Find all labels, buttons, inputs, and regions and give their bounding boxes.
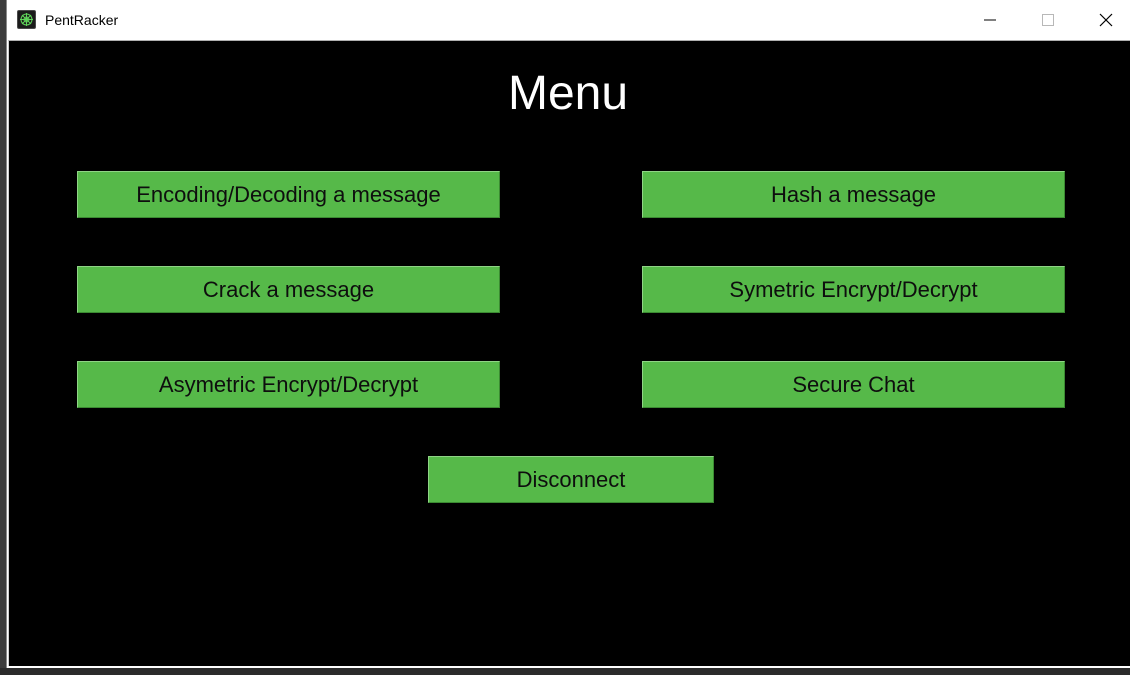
page-title: Menu xyxy=(507,67,629,120)
minimize-icon xyxy=(984,19,996,21)
encoding-decoding-button[interactable]: Encoding/Decoding a message xyxy=(77,171,500,218)
maximize-button[interactable] xyxy=(1019,0,1077,40)
maximize-icon xyxy=(1042,14,1054,26)
asymmetric-encrypt-button[interactable]: Asymetric Encrypt/Decrypt xyxy=(77,361,500,408)
hash-message-button[interactable]: Hash a message xyxy=(642,171,1065,218)
minimize-button[interactable] xyxy=(961,0,1019,40)
window-title: PentRacker xyxy=(45,12,119,28)
app-window: PentRacker Menu Encoding/Decoding a mess… xyxy=(6,0,1130,668)
close-button[interactable] xyxy=(1077,0,1130,40)
disconnect-button[interactable]: Disconnect xyxy=(428,456,714,503)
title-bar[interactable]: PentRacker xyxy=(7,0,1130,40)
close-icon xyxy=(1099,13,1113,27)
menu-panel: Menu Encoding/Decoding a message Hash a … xyxy=(8,40,1130,666)
desktop-taskbar-edge xyxy=(0,668,1130,675)
spiderweb-icon xyxy=(17,10,36,29)
symmetric-encrypt-button[interactable]: Symetric Encrypt/Decrypt xyxy=(642,266,1065,313)
secure-chat-button[interactable]: Secure Chat xyxy=(642,361,1065,408)
crack-message-button[interactable]: Crack a message xyxy=(77,266,500,313)
